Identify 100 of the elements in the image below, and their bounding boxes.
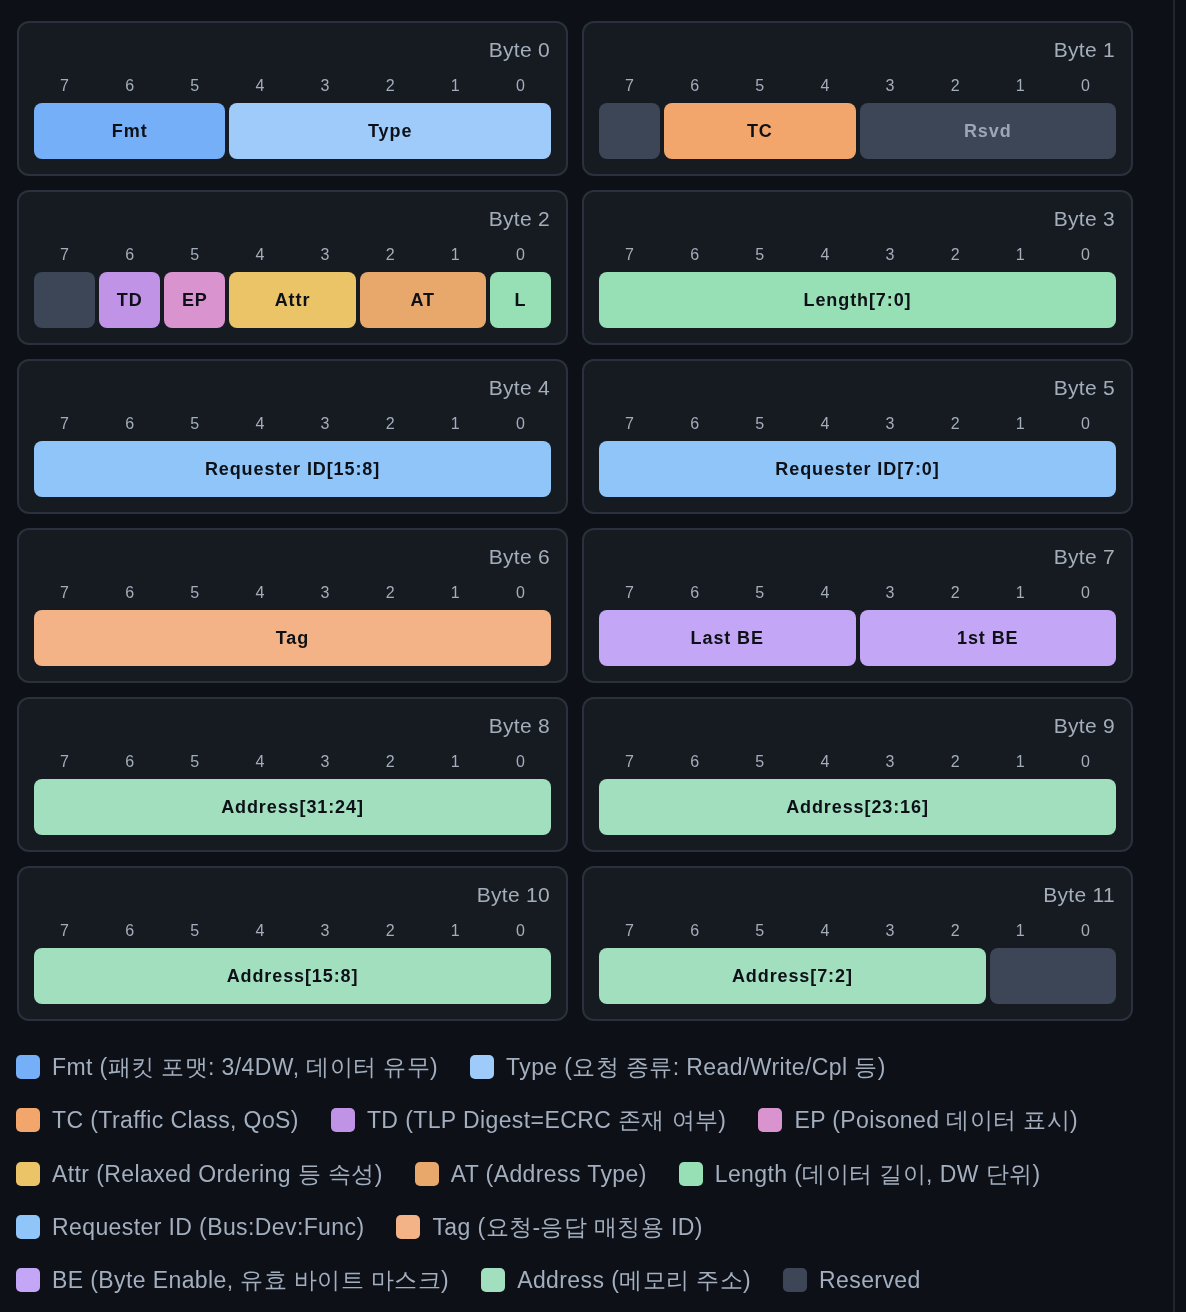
bit-number: 6 [125, 921, 135, 941]
field-box: L [489, 272, 551, 328]
bit-number: 1 [450, 752, 460, 772]
legend-text: Attr (Relaxed Ordering 등 속성) [52, 1159, 383, 1188]
panel-heading: Byte 2 [488, 207, 550, 231]
bit-number: 5 [755, 583, 765, 603]
bit-number: 7 [625, 583, 634, 603]
field-box: EP [164, 272, 226, 328]
bit-number: 6 [125, 752, 135, 772]
bit-number: 6 [690, 921, 700, 941]
legend-text: Type (요청 종류: Read/Write/Cpl 등) [506, 1053, 886, 1081]
bit-number: 5 [755, 245, 765, 265]
bit-number: 3 [885, 245, 895, 265]
bit-number: 2 [950, 752, 960, 772]
bit-number: 5 [190, 752, 200, 772]
bit-number: 0 [516, 752, 525, 772]
field-box: Address[15:8] [34, 948, 551, 1004]
legend-text: Address (메모리 주소) [517, 1266, 752, 1295]
field-box: TC [664, 103, 856, 159]
bit-number: 4 [255, 76, 265, 96]
bit-number: 7 [625, 414, 634, 434]
bit-number: 7 [625, 245, 634, 265]
bit-number: 0 [516, 76, 525, 96]
bit-number: 7 [60, 583, 69, 603]
bit-number: 2 [950, 921, 960, 941]
bit-number: 7 [625, 921, 634, 941]
legend-text: AT (Address Type) [450, 1159, 647, 1188]
bit-number: 3 [320, 414, 330, 434]
bit-number: 5 [755, 76, 765, 96]
field-box: Address[23:16] [599, 779, 1116, 835]
bit-number: 0 [516, 245, 525, 265]
bit-number: 1 [1015, 583, 1025, 603]
bit-number: 3 [885, 414, 895, 434]
byte-panel [582, 697, 1133, 852]
bit-number: 1 [450, 245, 460, 265]
bit-number: 1 [1015, 76, 1025, 96]
panel-heading: Byte 3 [1053, 207, 1115, 231]
legend-text: BE (Byte Enable, 유효 바이트 마스크) [52, 1266, 450, 1295]
field-box: Address[31:24] [34, 779, 551, 835]
field-box: Tag [34, 610, 551, 666]
legend-text: Reserved [819, 1266, 921, 1295]
panel-heading: Byte 11 [1043, 883, 1115, 907]
bit-number: 7 [625, 752, 634, 772]
bit-number: 4 [820, 921, 830, 941]
bit-number: 6 [690, 414, 700, 434]
legend-text: Length (데이터 길이, DW 단위) [714, 1159, 1041, 1188]
bit-number: 1 [1015, 921, 1025, 941]
bit-number: 1 [450, 921, 460, 941]
field-box [989, 948, 1116, 1004]
bit-number: 3 [320, 921, 330, 941]
panel-heading: Byte 5 [1053, 376, 1115, 400]
bit-number: 5 [190, 245, 200, 265]
bit-number: 6 [125, 583, 135, 603]
bit-number: 4 [255, 583, 265, 603]
bit-number: 5 [755, 752, 765, 772]
legend-text: TC (Traffic Class, QoS) [52, 1106, 299, 1135]
byte-panel [582, 21, 1133, 176]
bit-number: 4 [255, 752, 265, 772]
bit-number: 0 [516, 583, 525, 603]
bit-number: 0 [1081, 76, 1090, 96]
bit-number: 6 [690, 76, 700, 96]
byte-panel [582, 359, 1133, 514]
bit-number: 1 [450, 76, 460, 96]
bit-number: 5 [190, 76, 200, 96]
panel-heading: Byte 0 [488, 38, 550, 62]
bit-number: 3 [885, 583, 895, 603]
bit-number: 7 [60, 921, 69, 941]
field-box: Requester ID[7:0] [599, 441, 1116, 497]
bit-number: 4 [820, 583, 830, 603]
bit-number: 5 [190, 583, 200, 603]
field-box: Requester ID[15:8] [34, 441, 551, 497]
bit-number: 3 [885, 752, 895, 772]
bit-number: 3 [320, 76, 330, 96]
byte-panel [582, 190, 1133, 345]
field-box: Attr [229, 272, 356, 328]
bit-number: 0 [1081, 583, 1090, 603]
panel-heading: Byte 10 [476, 883, 550, 907]
panel-heading: Byte 8 [488, 714, 550, 738]
bit-number: 7 [60, 414, 69, 434]
byte-panel [17, 866, 568, 1021]
bit-number: 2 [950, 583, 960, 603]
bit-number: 2 [385, 245, 395, 265]
bit-number: 2 [385, 921, 395, 941]
byte-panel [17, 190, 568, 345]
byte-panel [17, 528, 568, 683]
bit-number: 6 [690, 245, 700, 265]
bit-number: 6 [690, 752, 700, 772]
bit-number: 2 [950, 245, 960, 265]
bit-number: 7 [60, 752, 69, 772]
bit-number: 0 [516, 921, 525, 941]
byte-panel [17, 359, 568, 514]
field-box: Address[7:2] [599, 948, 986, 1004]
bit-number: 4 [255, 245, 265, 265]
field-box: 1st BE [859, 610, 1116, 666]
bit-number: 1 [450, 414, 460, 434]
panel-heading: Byte 4 [488, 376, 550, 400]
field-box: Fmt [34, 103, 226, 159]
bit-number: 3 [885, 76, 895, 96]
bit-number: 5 [190, 921, 200, 941]
field-box [599, 103, 661, 159]
